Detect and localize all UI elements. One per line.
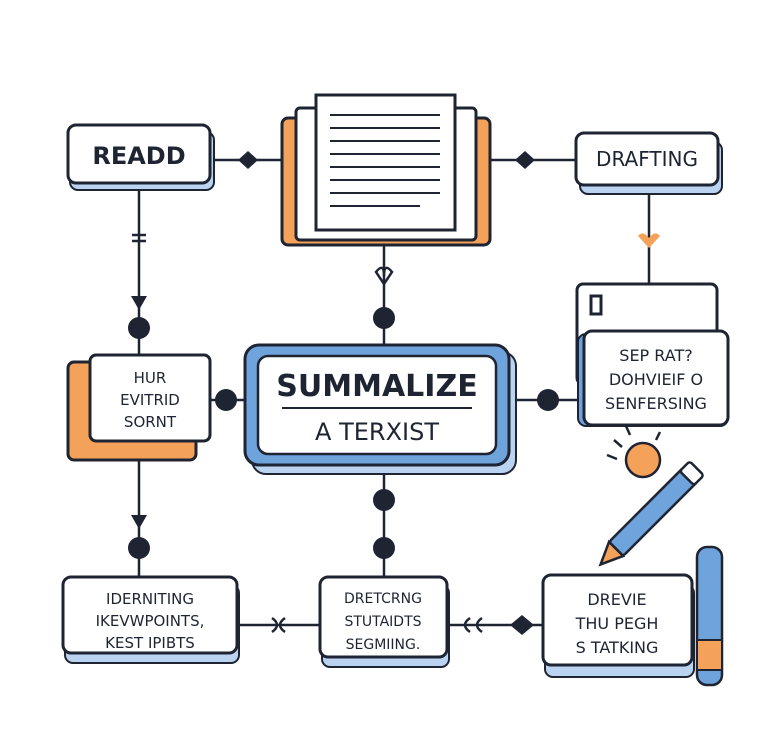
sun-icon [606, 425, 662, 479]
svg-text:DRETCRNG: DRETCRNG [344, 591, 422, 607]
svg-text:STUTAIDTS: STUTAIDTS [344, 614, 421, 630]
diamond-marker [238, 151, 258, 169]
heart-marker [271, 616, 286, 634]
svg-text:IKEVWPOINTS,: IKEVWPOINTS, [96, 612, 205, 630]
heart-marker [374, 266, 394, 287]
node-dot [537, 389, 559, 411]
diamond-marker [510, 615, 534, 635]
node-dot [128, 537, 150, 559]
svg-text:KEST IPIBTS: KEST IPIBTS [105, 634, 195, 652]
node-read: READD [66, 123, 215, 191]
svg-text:DREVIE: DREVIE [587, 590, 646, 609]
node-dot [128, 317, 150, 339]
node-bottom-left: IDERNITING IKEVWPOINTS, KEST IPIBTS [61, 575, 240, 664]
connectors [128, 151, 660, 635]
svg-text:THU PEGH: THU PEGH [575, 614, 659, 633]
node-dot [373, 489, 395, 511]
node-dot [373, 537, 395, 559]
svg-text:SEGMIING.: SEGMIING. [346, 637, 421, 653]
book-icon [280, 93, 492, 247]
node-bottom-mid: DRETCRNG STUTAIDTS SEGMIING. [318, 575, 450, 668]
node-right-mid: SEP RAT? DOHVIEIF O SENFERSING [575, 282, 730, 427]
marker-icon [695, 545, 724, 687]
node-dot [373, 307, 395, 329]
pencil-icon [598, 461, 704, 567]
svg-text:SENFERSING: SENFERSING [605, 394, 707, 413]
node-bottom-right: DREVIE THU PEGH S TATKING [541, 573, 695, 678]
svg-text:IDERNITING: IDERNITING [106, 590, 194, 608]
node-label: READD [92, 142, 185, 170]
center-subtitle: A TERXIST [315, 418, 439, 446]
heart-marker [638, 233, 660, 248]
node-left-mid: HUR EVITRID SORNT [66, 353, 212, 462]
svg-text:EVITRID: EVITRID [120, 391, 180, 409]
svg-text:HUR: HUR [134, 369, 167, 387]
svg-text:SEP RAT?: SEP RAT? [619, 346, 692, 365]
svg-text:S TATKING: S TATKING [576, 638, 659, 657]
svg-text:SORNT: SORNT [124, 413, 177, 431]
node-label: DRAFTING [596, 147, 698, 171]
diamond-marker [515, 151, 535, 169]
center-title: SUMMALIZE [276, 369, 477, 404]
node-drafting: DRAFTING [574, 131, 723, 195]
node-dot [215, 389, 237, 411]
node-center: SUMMALIZE A TERXIST [243, 343, 517, 475]
svg-text:DOHVIEIF O: DOHVIEIF O [609, 370, 703, 389]
